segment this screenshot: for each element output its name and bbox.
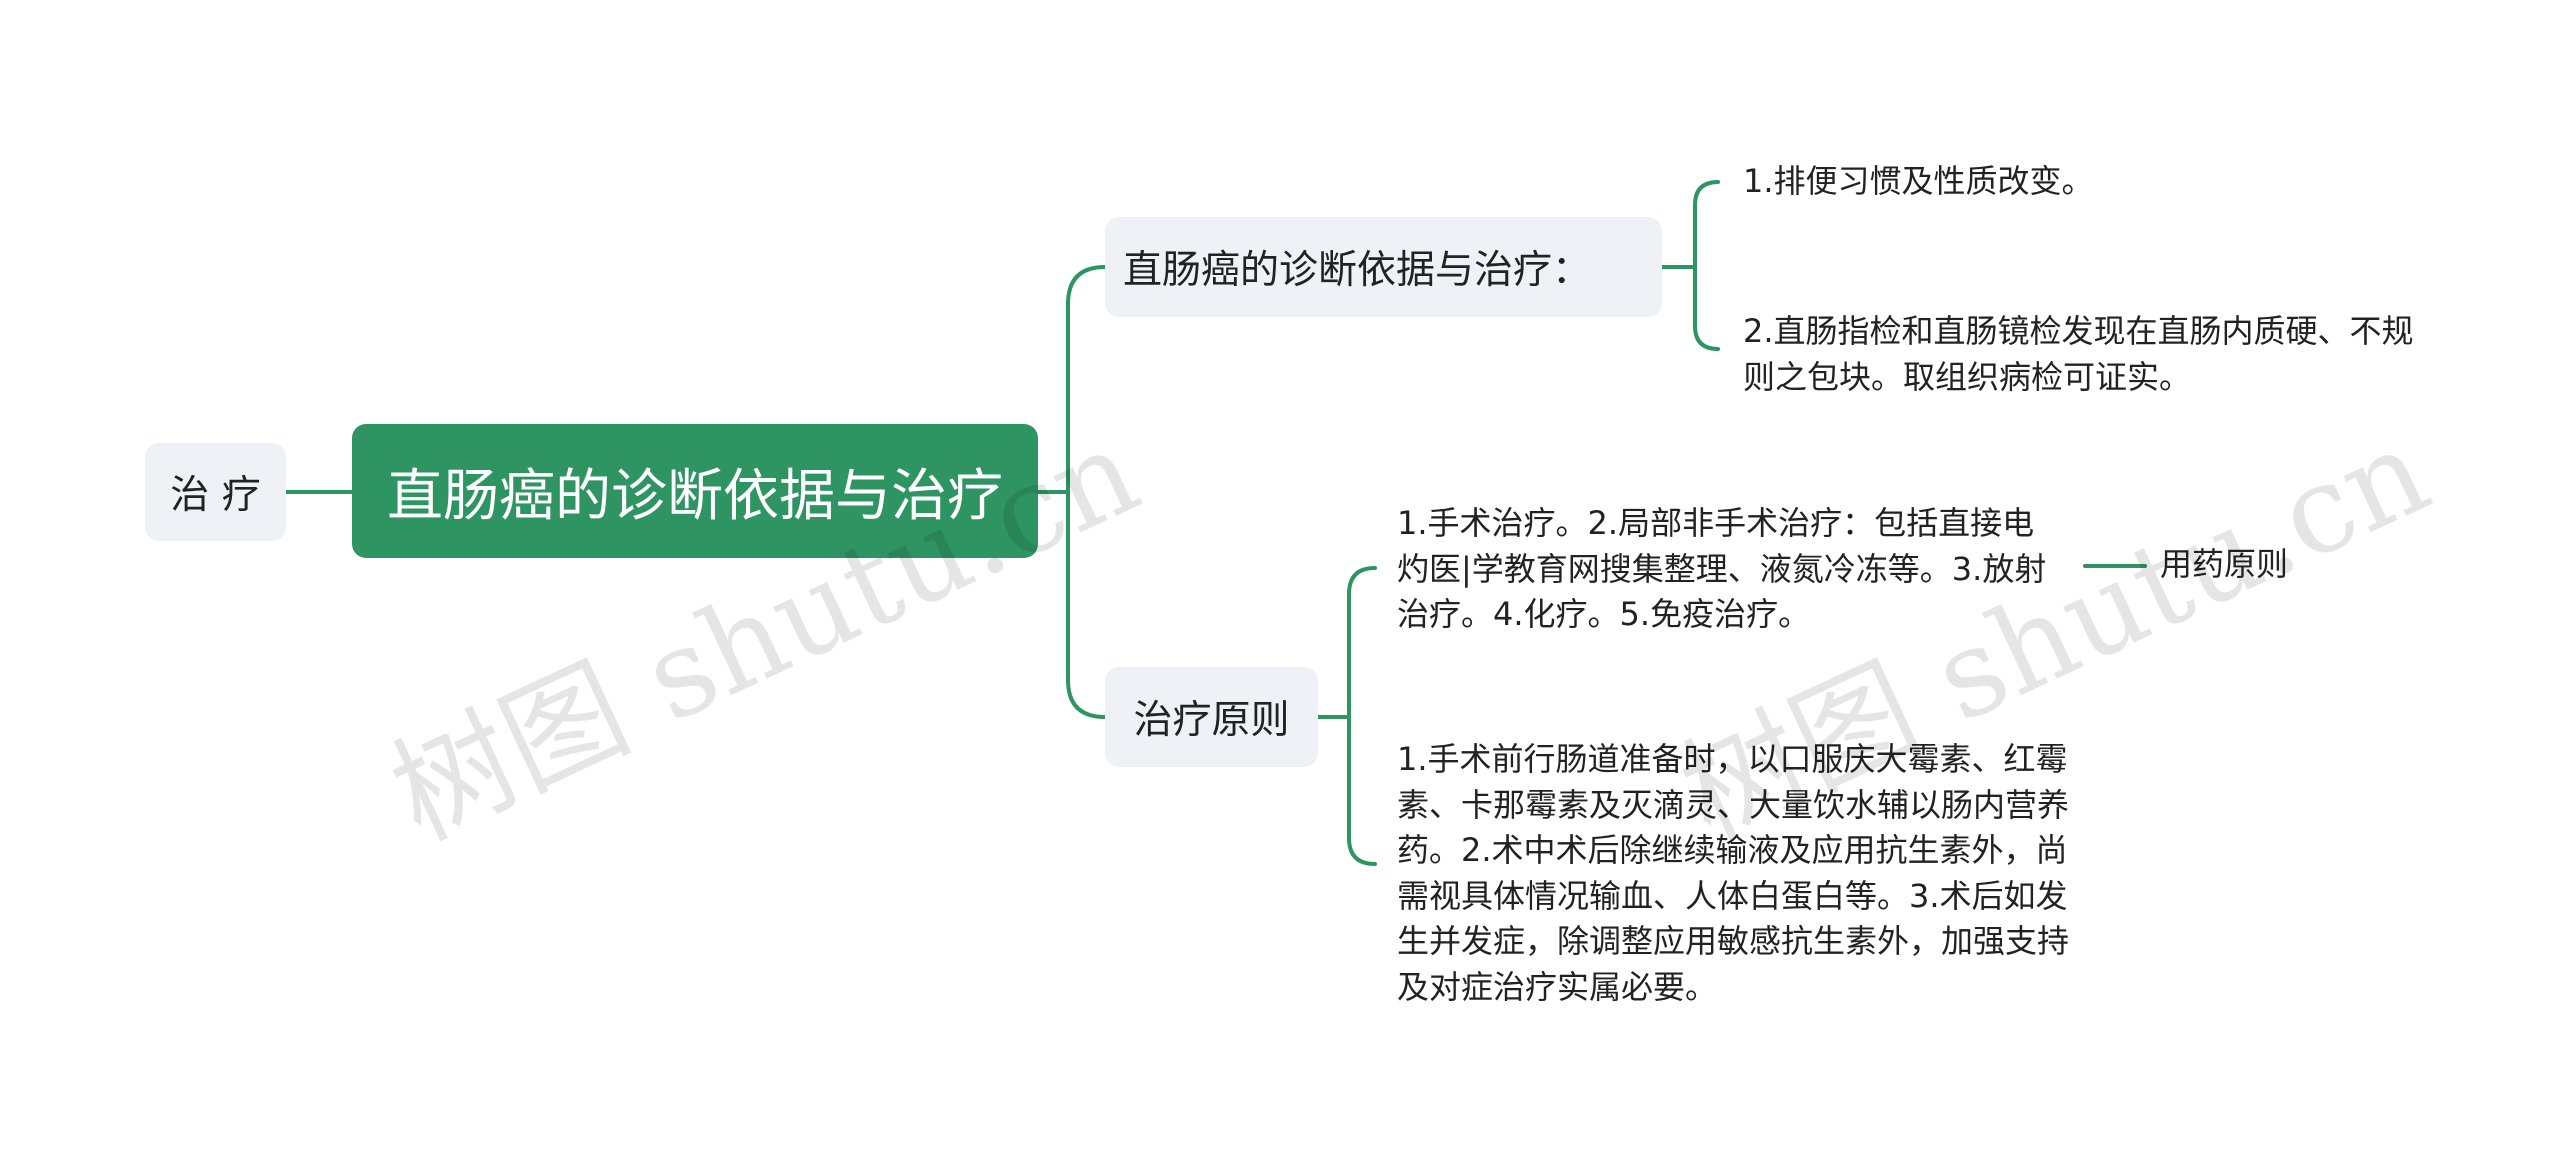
- connector-branch2-leaves: [1347, 566, 1377, 866]
- parent-topic-label: 治 疗: [170, 473, 261, 518]
- parent-topic[interactable]: 治 疗: [145, 443, 286, 541]
- branch-treatment-principles[interactable]: 治疗原则: [1105, 667, 1318, 767]
- sub-note-medication-principle[interactable]: 用药原则: [2160, 545, 2289, 583]
- leaf-preop-care[interactable]: 1.手术前行肠道准备时，以口服庆大霉素、红霉素、卡那霉素及灭滴灵、大量饮水辅以肠…: [1397, 740, 2070, 1006]
- central-topic[interactable]: 直肠癌的诊断依据与治疗: [352, 424, 1038, 558]
- branch-diagnosis-label: 直肠癌的诊断依据与治疗：: [1123, 248, 1592, 293]
- connector-central-branches: [1066, 265, 1107, 719]
- branch-diagnosis[interactable]: 直肠癌的诊断依据与治疗：: [1105, 217, 1662, 317]
- leaf-bowel-habit[interactable]: 1.排便习惯及性质改变。: [1743, 162, 2094, 200]
- central-topic-label: 直肠癌的诊断依据与治疗: [387, 463, 1003, 529]
- branch-treatment-label: 治疗原则: [1133, 698, 1290, 743]
- connector-branch1-leaves: [1693, 180, 1720, 351]
- leaf-digital-exam[interactable]: 2.直肠指检和直肠镜检发现在直肠内质硬、不规则之包块。取组织病检可证实。: [1743, 312, 2414, 396]
- leaf-treatment-methods[interactable]: 1.手术治疗。2.局部非手术治疗：包括直接电灼医|学教育网搜集整理、液氮冷冻等。…: [1397, 504, 2047, 633]
